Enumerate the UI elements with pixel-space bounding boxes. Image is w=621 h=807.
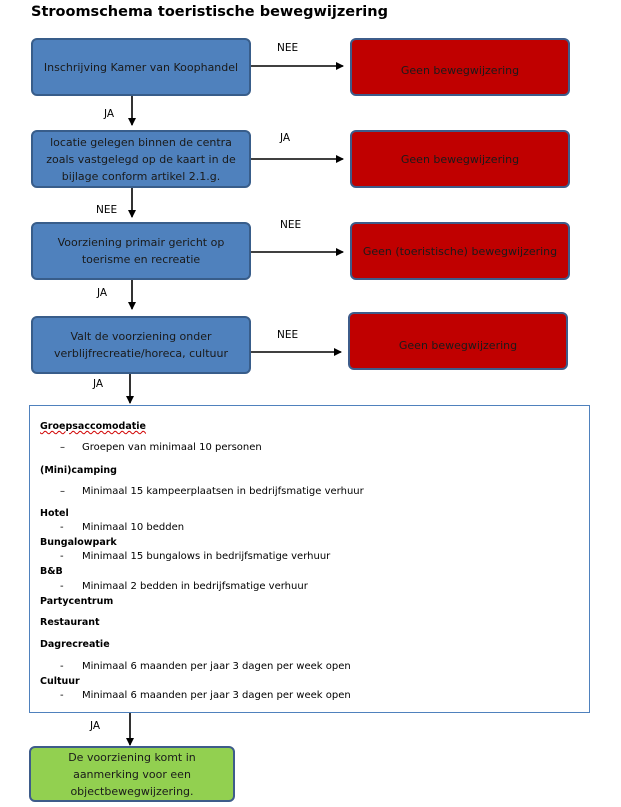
criteria-heading-dagrecreatie: Dagrecreatie bbox=[40, 639, 110, 650]
criteria-item-bb: -Minimaal 2 bedden in bedrijfsmatige ver… bbox=[60, 581, 308, 592]
step-1-box: Inschrijving Kamer van Koophandel bbox=[31, 38, 251, 96]
criteria-panel: Groepsaccomodatie –Groepen van minimaal … bbox=[29, 405, 590, 713]
criteria-item-camping: –Minimaal 15 kampeerplaatsen in bedrijfs… bbox=[60, 486, 364, 497]
diagram-title: Stroomschema toeristische bewegwijzering bbox=[31, 4, 388, 20]
criteria-item-groepsaccomodatie: –Groepen van minimaal 10 personen bbox=[60, 442, 262, 453]
step-2-text: locatie gelegen binnen de centra zoals v… bbox=[46, 135, 236, 183]
criteria-heading-partycentrum: Partycentrum bbox=[40, 596, 114, 607]
result-1-text: Geen bewegwijzering bbox=[400, 63, 520, 77]
dash-icon: - bbox=[60, 581, 64, 592]
criteria-item-dagrecreatie: -Minimaal 6 maanden per jaar 3 dagen per… bbox=[60, 661, 351, 672]
criteria-item-bungalowpark: -Minimaal 15 bungalows in bedrijfsmatige… bbox=[60, 551, 331, 562]
step-4-side-label: NEE bbox=[277, 329, 299, 341]
step-1-side-label: NEE bbox=[277, 42, 299, 54]
dash-icon: - bbox=[60, 690, 64, 701]
criteria-heading-restaurant: Restaurant bbox=[40, 617, 100, 628]
dash-icon: – bbox=[60, 442, 65, 453]
step-1-down-label: JA bbox=[104, 108, 115, 120]
step-4-text: Valt de voorziening onder verblijfrecrea… bbox=[54, 330, 228, 360]
step-2-side-label: JA bbox=[280, 132, 291, 144]
criteria-heading-camping: (Mini)camping bbox=[40, 465, 117, 476]
criteria-heading-bb: B&B bbox=[40, 566, 63, 577]
result-2-box: Geen bewegwijzering bbox=[350, 130, 570, 188]
criteria-heading-bungalowpark: Bungalowpark bbox=[40, 537, 117, 548]
result-3-text: Geen (toeristische) bewegwijzering bbox=[362, 244, 558, 258]
step-3-text: Voorziening primair gericht op toerisme … bbox=[57, 236, 225, 266]
criteria-heading-hotel: Hotel bbox=[40, 508, 69, 519]
dash-icon: - bbox=[60, 551, 64, 562]
step-4-box: Valt de voorziening onder verblijfrecrea… bbox=[31, 316, 251, 374]
step-2-down-label: NEE bbox=[96, 204, 118, 216]
result-1-box: Geen bewegwijzering bbox=[350, 38, 570, 96]
result-2-text: Geen bewegwijzering bbox=[400, 152, 520, 166]
final-result-box: De voorziening komt in aanmerking voor e… bbox=[29, 746, 235, 802]
result-3-box: Geen (toeristische) bewegwijzering bbox=[350, 222, 570, 280]
result-4-box: Geen bewegwijzering bbox=[348, 312, 568, 370]
step-2-box: locatie gelegen binnen de centra zoals v… bbox=[31, 130, 251, 188]
step-3-down-label: JA bbox=[97, 287, 108, 299]
result-4-text: Geen bewegwijzering bbox=[398, 338, 518, 352]
criteria-heading-cultuur: Cultuur bbox=[40, 676, 80, 687]
criteria-heading-groepsaccomodatie: Groepsaccomodatie bbox=[40, 421, 146, 432]
dash-icon: – bbox=[60, 486, 65, 497]
criteria-item-hotel: -Minimaal 10 bedden bbox=[60, 522, 185, 533]
step-3-side-label: NEE bbox=[280, 219, 302, 231]
dash-icon: - bbox=[60, 661, 64, 672]
final-result-text: De voorziening komt in aanmerking voor e… bbox=[68, 750, 196, 798]
step-3-box: Voorziening primair gericht op toerisme … bbox=[31, 222, 251, 280]
final-down-label: JA bbox=[90, 720, 101, 732]
dash-icon: - bbox=[60, 522, 64, 533]
step-1-text: Inschrijving Kamer van Koophandel bbox=[43, 60, 239, 74]
step-4-down-label: JA bbox=[93, 378, 104, 390]
criteria-item-cultuur: -Minimaal 6 maanden per jaar 3 dagen per… bbox=[60, 690, 351, 701]
